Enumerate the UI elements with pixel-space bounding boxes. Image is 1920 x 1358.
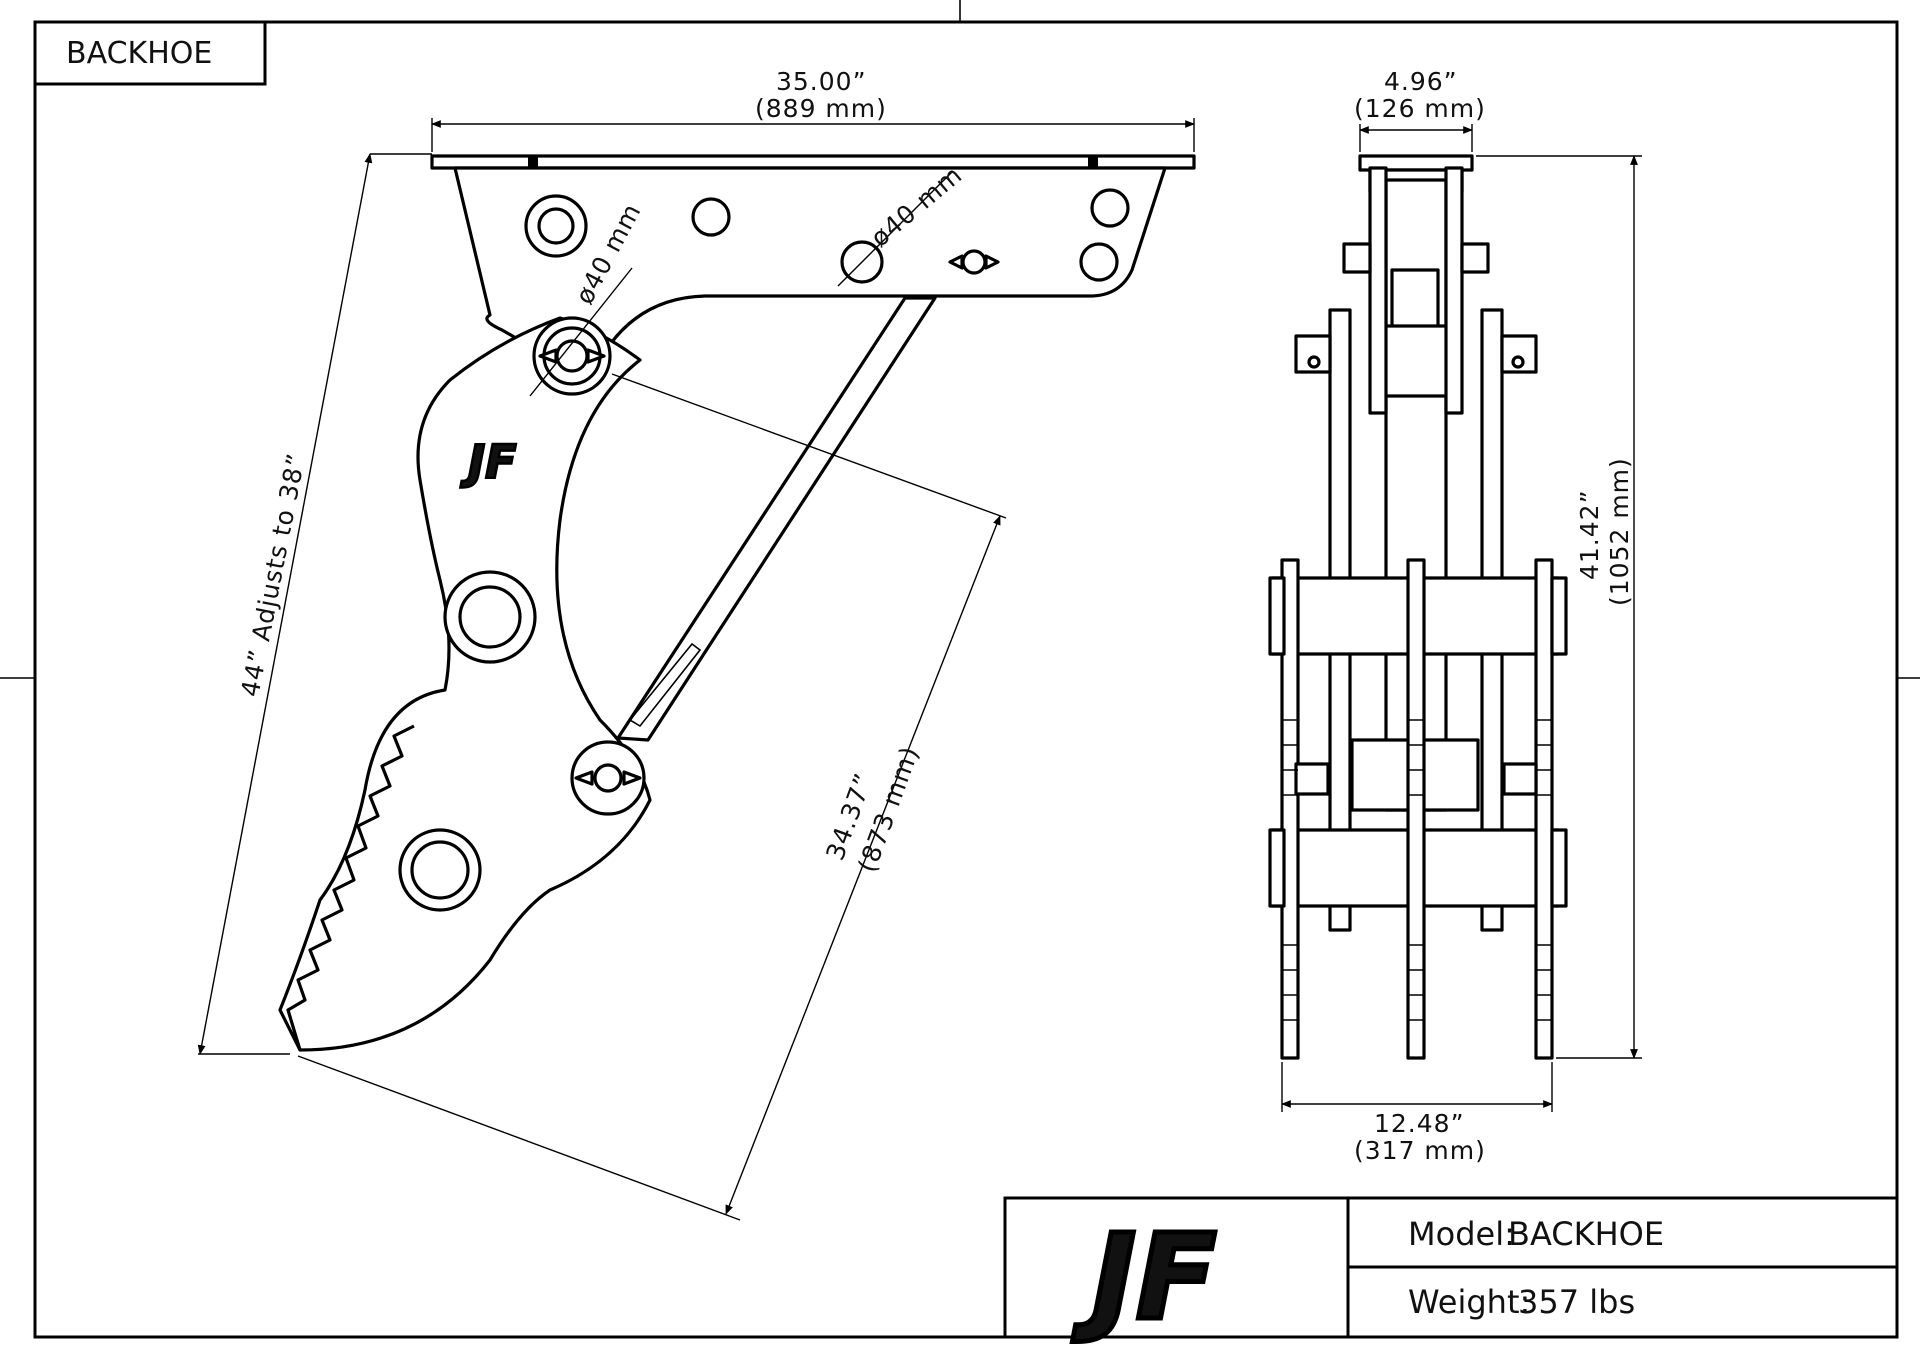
wing-pin — [948, 249, 1000, 275]
top-width-dim-mm: (889 mm) — [755, 94, 887, 123]
front-top-width-dim-mm: (126 mm) — [1354, 94, 1486, 123]
front-bottom-width-dim: 12.48” — [1374, 1109, 1465, 1138]
tine-center — [1406, 558, 1426, 1060]
title-block-logo: JF — [1072, 1208, 1217, 1346]
front-view: 4.96” (126 mm) 41.42” (1052 mm) 12.48” (… — [1268, 67, 1642, 1165]
bracket-hole — [1090, 188, 1130, 228]
front-height-dim-mm: (1052 mm) — [1605, 457, 1634, 606]
model-value: BACKHOE — [1508, 1215, 1664, 1253]
title-block: JF Model: BACKHOE Weight: 357 lbs — [1003, 1196, 1899, 1349]
front-height-dim: 41.42” — [1575, 489, 1604, 580]
top-width-dim: 35.00” — [776, 67, 867, 96]
model-label: Model: — [1408, 1215, 1515, 1253]
weight-label: Weight: — [1408, 1283, 1530, 1321]
mounting-bracket — [453, 166, 1167, 382]
front-bottom-width-dim-mm: (317 mm) — [1354, 1136, 1486, 1165]
side-view: ø40 mm ø40 mm JF — [197, 67, 1196, 1221]
front-top-width-dim: 4.96” — [1384, 67, 1458, 96]
sheet-tag-text: BACKHOE — [66, 36, 212, 71]
tine-left — [1280, 558, 1300, 1060]
sheet-tag: BACKHOE — [33, 20, 267, 86]
adjust-link — [616, 296, 937, 742]
shank-hole-large — [443, 570, 537, 664]
bracket-hole — [691, 197, 731, 237]
bracket-hole — [537, 207, 575, 245]
shank-logo: JF — [460, 435, 517, 489]
shank-hole-lower — [398, 828, 482, 912]
tine-right — [1534, 558, 1554, 1060]
mounting-plate — [430, 154, 1196, 170]
upper-pivot-pin — [532, 316, 612, 396]
weight-value: 357 lbs — [1518, 1283, 1635, 1321]
bracket-hole — [1079, 242, 1119, 282]
overall-length-dim: 44” Adjusts to 38” — [235, 451, 311, 700]
lower-pivot-pin — [570, 740, 646, 816]
